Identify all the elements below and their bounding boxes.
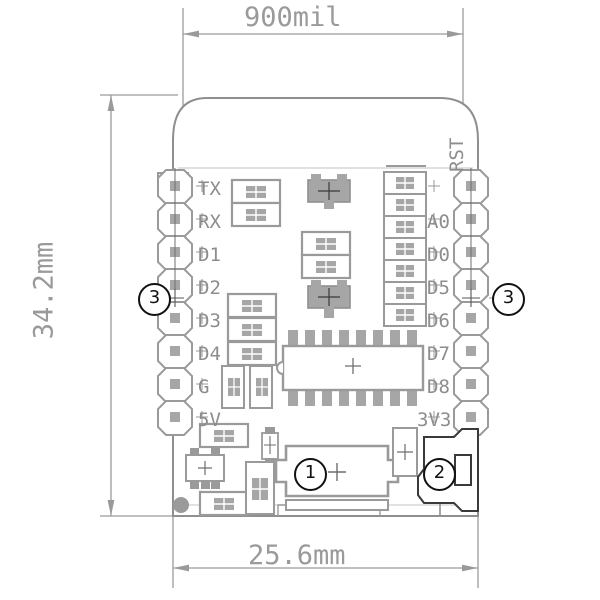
pin-label-d2: D2 bbox=[198, 277, 221, 299]
callout-3-left: 3 bbox=[138, 283, 171, 316]
pin-label-d3: D3 bbox=[198, 310, 221, 332]
pin-label-a0: A0 bbox=[427, 211, 450, 233]
transistor-package-mid bbox=[307, 280, 351, 318]
transistor-package-top bbox=[307, 174, 351, 209]
right-pad-column bbox=[383, 165, 427, 327]
callout-2: 2 bbox=[423, 458, 456, 491]
pin-label-5v: 5V bbox=[198, 409, 221, 431]
smd-pad-block-center bbox=[300, 230, 352, 280]
pin-label-d5: D5 bbox=[427, 277, 450, 299]
dimension-left-label: 34.2mm bbox=[28, 241, 60, 340]
bottom-left-components bbox=[173, 365, 279, 517]
callout-3-right: 3 bbox=[492, 283, 525, 316]
dimension-lines bbox=[100, 8, 512, 588]
dimension-bottom-label: 25.6mm bbox=[248, 540, 346, 571]
pin-label-d1: D1 bbox=[198, 244, 221, 266]
pin-label-d8: D8 bbox=[427, 376, 450, 398]
esp8266-module-ic bbox=[276, 330, 425, 406]
pin-label-g: G bbox=[198, 376, 210, 398]
left-pin-header bbox=[157, 168, 193, 436]
smd-pad-block-top-left bbox=[230, 178, 282, 228]
pin-label-rst: RST bbox=[446, 137, 468, 172]
pin-label-rx: RX bbox=[198, 211, 221, 233]
smd-pad-stack-left bbox=[226, 292, 278, 367]
pin-label-3v3: 3V3 bbox=[417, 409, 452, 431]
callout-1: 1 bbox=[294, 458, 327, 491]
silkscreen-ticks bbox=[196, 180, 440, 423]
pin-label-d6: D6 bbox=[427, 310, 450, 332]
right-pin-header bbox=[453, 168, 489, 436]
pad-near-usb bbox=[392, 427, 418, 477]
pin-label-d7: D7 bbox=[427, 343, 450, 365]
pin-label-d4: D4 bbox=[198, 343, 221, 365]
dimension-top-label: 900mil bbox=[244, 2, 342, 33]
pin-label-d0: D0 bbox=[427, 244, 450, 266]
pin-label-tx: TX bbox=[198, 178, 221, 200]
